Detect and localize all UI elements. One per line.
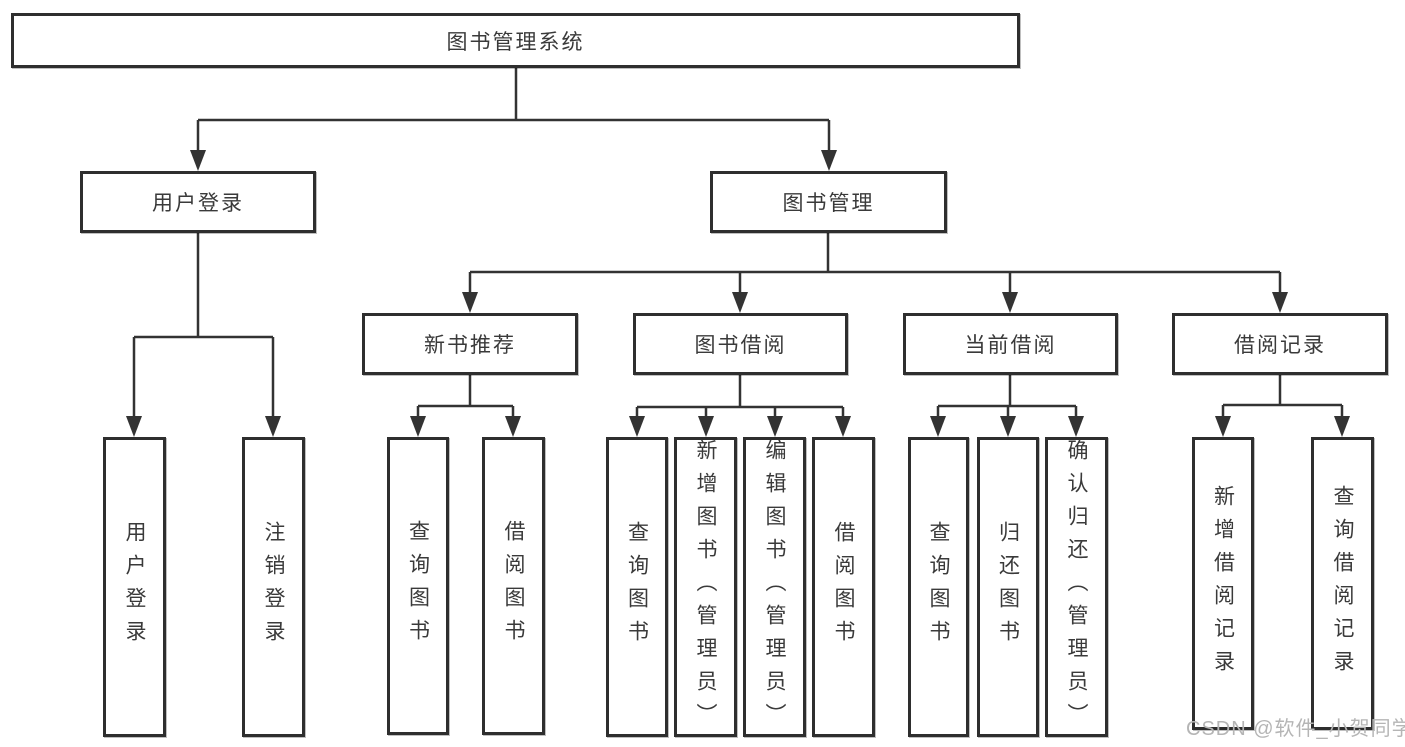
leaf-recommend-borrow-books: 借阅图书	[482, 437, 545, 735]
leaf-current-return-books: 归还图书	[977, 437, 1039, 737]
leaf-recommend-query-books: 查询图书	[387, 437, 449, 735]
leaf-records-query-record-label: 查询借阅记录	[1331, 484, 1354, 683]
leaf-user-login: 用户登录	[103, 437, 166, 737]
leaf-records-query-record: 查询借阅记录	[1311, 437, 1374, 730]
node-borrowing-records-label: 借阅记录	[1234, 334, 1326, 357]
leaf-borrowing-edit-books-label: 编辑图书（管理员）	[763, 438, 786, 736]
leaf-borrowing-borrow-books-label: 借阅图书	[832, 521, 855, 653]
leaf-logout: 注销登录	[242, 437, 305, 737]
node-borrowing-records: 借阅记录	[1172, 313, 1388, 375]
node-user-login-group: 用户登录	[80, 171, 316, 233]
leaf-current-query-books: 查询图书	[908, 437, 969, 737]
watermark-text: CSDN @软件_小贺同学	[1186, 718, 1405, 740]
leaf-borrowing-query-books-label: 查询图书	[625, 521, 649, 653]
node-book-borrowing-label: 图书借阅	[694, 334, 787, 357]
leaf-borrowing-borrow-books: 借阅图书	[812, 437, 875, 737]
node-book-management: 图书管理	[710, 171, 947, 233]
leaf-borrowing-edit-books: 编辑图书（管理员）	[743, 437, 806, 737]
leaf-current-query-books-label: 查询图书	[927, 521, 950, 653]
leaf-recommend-query-books-label: 查询图书	[406, 520, 430, 652]
node-new-book-recommend-label: 新书推荐	[424, 334, 516, 357]
leaf-current-confirm-return: 确认归还（管理员）	[1045, 437, 1108, 737]
leaf-current-return-books-label: 归还图书	[996, 521, 1020, 653]
leaf-recommend-borrow-books-label: 借阅图书	[502, 520, 525, 652]
leaf-records-add-record-label: 新增借阅记录	[1211, 484, 1235, 683]
leaf-records-add-record: 新增借阅记录	[1192, 437, 1254, 730]
leaf-borrowing-add-books-label: 新增图书（管理员）	[694, 438, 717, 736]
node-current-borrowing-label: 当前借阅	[964, 334, 1057, 357]
leaf-user-login-label: 用户登录	[123, 521, 146, 653]
node-new-book-recommend: 新书推荐	[362, 313, 578, 375]
node-root-label: 图书管理系统	[446, 30, 585, 54]
leaf-logout-label: 注销登录	[262, 521, 285, 653]
node-current-borrowing: 当前借阅	[903, 313, 1118, 375]
leaf-borrowing-query-books: 查询图书	[606, 437, 668, 737]
arrowheads	[126, 150, 1350, 437]
node-user-login-group-label: 用户登录	[152, 192, 244, 215]
node-book-management-label: 图书管理	[782, 192, 875, 215]
leaf-current-confirm-return-label: 确认归还（管理员）	[1065, 438, 1088, 736]
node-root: 图书管理系统	[11, 13, 1020, 68]
leaf-borrowing-add-books: 新增图书（管理员）	[674, 437, 737, 737]
node-book-borrowing: 图书借阅	[633, 313, 848, 375]
